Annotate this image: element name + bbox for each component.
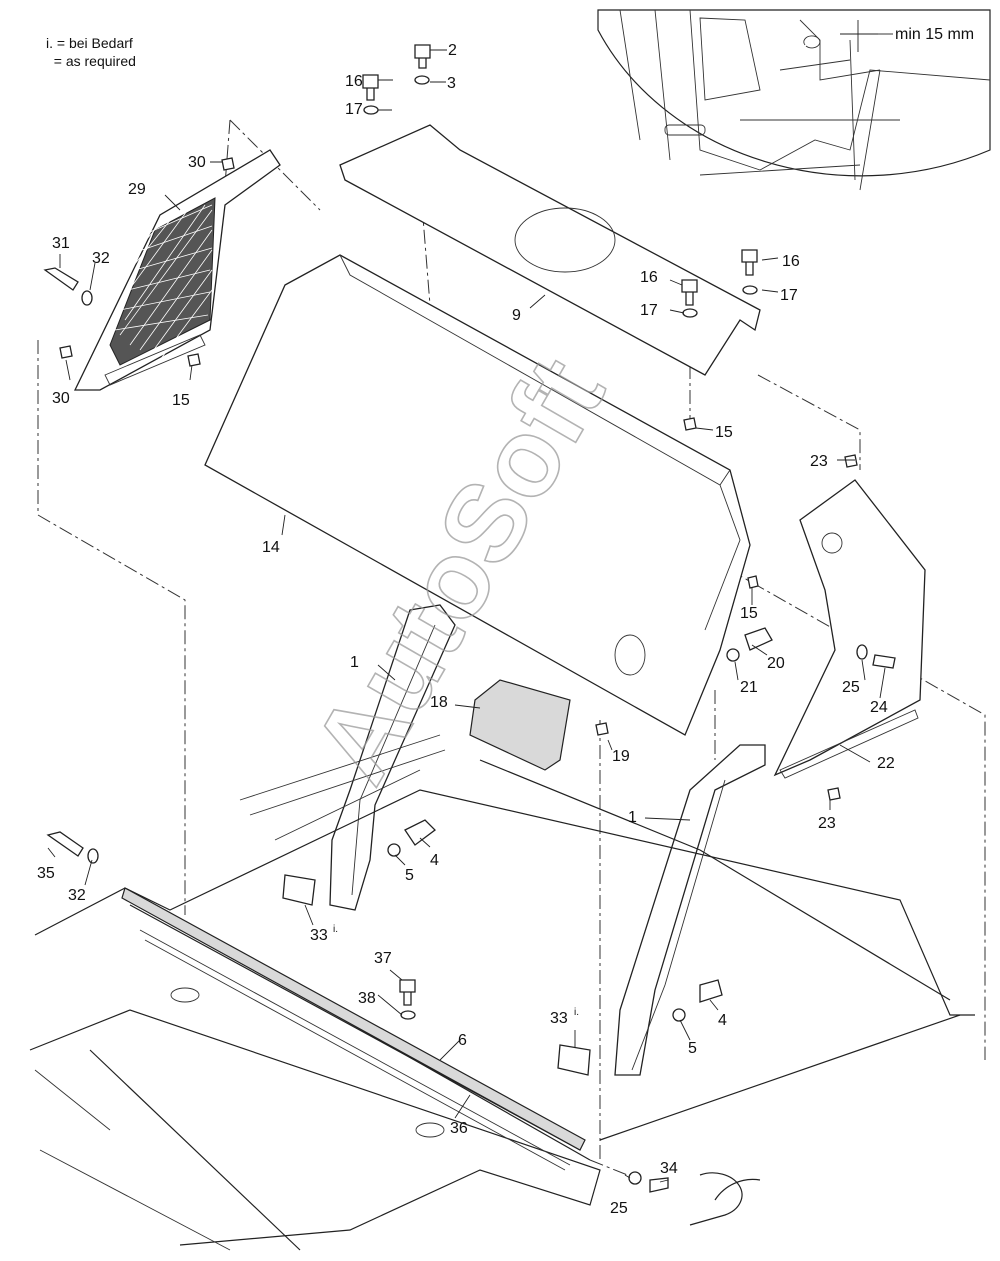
- callout-9: 9: [512, 307, 521, 324]
- callout-23: 23: [810, 453, 828, 470]
- callout-16-mid: 16: [640, 269, 658, 286]
- callout-5: 5: [405, 867, 414, 884]
- callout-17-mid: 17: [640, 302, 658, 319]
- callout-31: 31: [52, 235, 70, 252]
- leader-lines: [47, 49, 886, 1183]
- callout-24: 24: [870, 699, 888, 716]
- shim-plate-right: [557, 1044, 591, 1076]
- legend: i. = bei Bedarf = as required: [46, 34, 136, 70]
- mesh-grille: [73, 149, 281, 391]
- callout-29: 29: [128, 181, 146, 198]
- callout-3: 3: [447, 75, 456, 92]
- support-bracket-right: [614, 744, 766, 1076]
- callout-25: 25: [842, 679, 860, 696]
- callout-4: 4: [430, 852, 439, 869]
- callout-4-right: 4: [718, 1012, 727, 1029]
- min-gap-note: min 15 mm: [895, 26, 974, 43]
- callout-37: 37: [374, 950, 392, 967]
- base-frame: [29, 734, 975, 1251]
- top-cover-plate: [339, 124, 761, 376]
- callout-38: 38: [358, 990, 376, 1007]
- callout-15-mid: 15: [715, 424, 733, 441]
- callout-32-lower: 32: [68, 887, 86, 904]
- callout-30: 30: [188, 154, 206, 171]
- callout-16-right: 16: [782, 253, 800, 270]
- callout-15: 15: [172, 392, 190, 409]
- side-panel: [773, 479, 926, 777]
- callout-5-right: 5: [688, 1040, 697, 1057]
- shim-plate-left: [282, 874, 316, 906]
- callout-21: 21: [740, 679, 758, 696]
- callout-14: 14: [262, 539, 280, 556]
- fasteners: [43, 44, 896, 1193]
- callout-22: 22: [877, 755, 895, 772]
- callout-33: 33: [310, 927, 328, 944]
- battery-box: [469, 679, 571, 771]
- callout-35: 35: [37, 865, 55, 882]
- callout-15-right: 15: [740, 605, 758, 622]
- legend-line-english: = as required: [46, 53, 136, 69]
- callout-20: 20: [767, 655, 785, 672]
- callout-32: 32: [92, 250, 110, 267]
- support-bracket-left: [329, 604, 456, 911]
- plate-cutout: [514, 207, 616, 273]
- as-required-mark: i.: [333, 924, 338, 935]
- callout-19: 19: [612, 748, 630, 765]
- callouts: 2 3 16 17 30 29 31 32 30 15 9 16 17 16 1…: [37, 42, 895, 1217]
- callout-30-lower: 30: [52, 390, 70, 407]
- callout-17-right: 17: [780, 287, 798, 304]
- seal-strip: [121, 887, 586, 1151]
- callout-33-right: 33: [550, 1010, 568, 1027]
- callout-16: 16: [345, 73, 363, 90]
- callout-1: 1: [350, 654, 359, 671]
- callout-34: 34: [660, 1160, 678, 1177]
- callout-2: 2: [448, 42, 457, 59]
- callout-6: 6: [458, 1032, 467, 1049]
- detail-inset: min 15 mm: [597, 9, 991, 191]
- callout-1-right: 1: [628, 809, 637, 826]
- as-required-mark-right: i.: [574, 1007, 579, 1018]
- hood-panel: [204, 254, 751, 736]
- hood-round-hole: [614, 634, 646, 676]
- callout-17: 17: [345, 101, 363, 118]
- callout-36: 36: [450, 1120, 468, 1137]
- callout-23-lower: 23: [818, 815, 836, 832]
- legend-line-german: i. = bei Bedarf: [46, 35, 133, 51]
- callout-25-lower: 25: [610, 1200, 628, 1217]
- callout-18: 18: [430, 694, 448, 711]
